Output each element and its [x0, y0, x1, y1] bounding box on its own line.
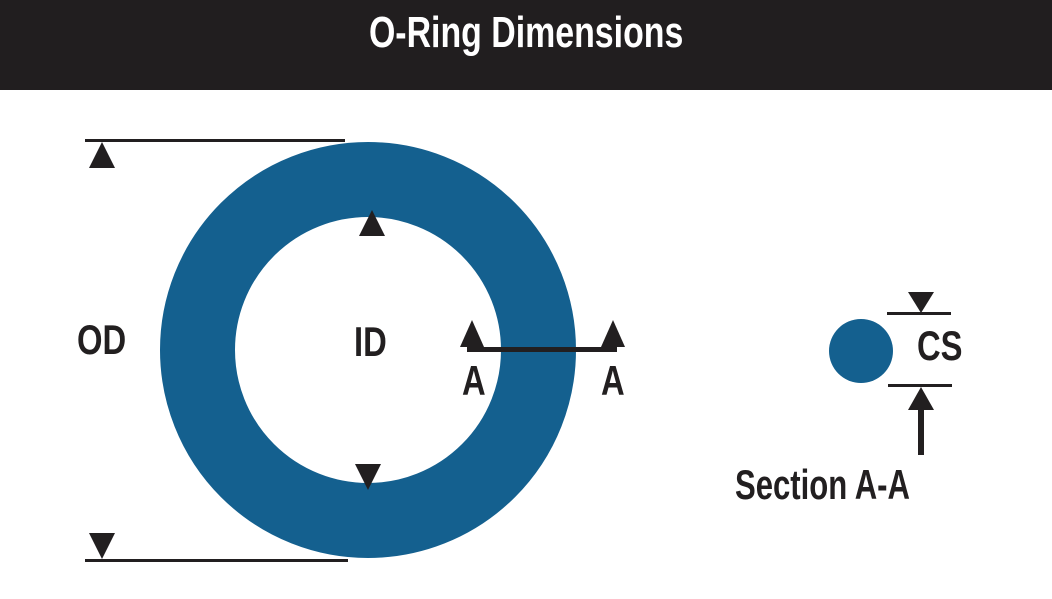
od-extension-line-bottom: [85, 559, 348, 562]
section-marker-left-label: A: [462, 357, 486, 404]
od-arrow-down-icon: [89, 533, 115, 559]
page-title-text: O-Ring Dimensions: [368, 8, 684, 57]
od-extension-line-top: [85, 139, 345, 142]
id-label: ID: [354, 318, 387, 365]
cross-section-circle: [829, 319, 893, 383]
section-arrow-left-up-icon: [460, 320, 484, 347]
id-arrow-up-icon: [359, 210, 385, 236]
od-arrow-up-icon: [89, 142, 115, 168]
cs-dimension-line-top: [887, 312, 951, 315]
page-title: O-Ring Dimensions: [0, 11, 1052, 55]
section-arrow-right-up-icon: [601, 320, 625, 347]
od-label: OD: [77, 316, 127, 363]
cs-arrow-up-icon: [908, 387, 934, 410]
cs-dimension-line-bottom: [888, 384, 952, 387]
title-bar: O-Ring Dimensions: [0, 0, 1052, 90]
id-arrow-down-icon: [355, 464, 381, 490]
cs-arrow-down-icon: [908, 292, 934, 313]
cs-arrow-stem: [918, 408, 924, 455]
cs-label: CS: [917, 322, 963, 369]
section-cut-line: [467, 347, 617, 352]
section-marker-right-label: A: [601, 357, 625, 404]
section-caption: Section A-A: [735, 461, 910, 508]
